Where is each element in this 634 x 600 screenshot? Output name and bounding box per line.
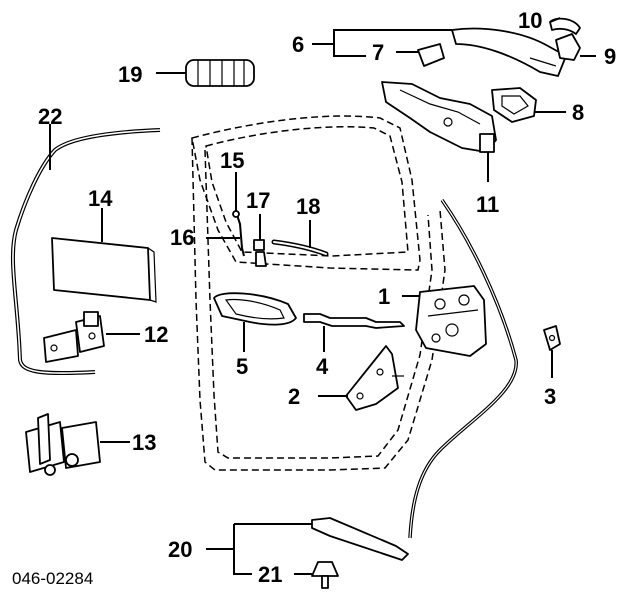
inside-handle-5: [213, 292, 297, 352]
link-rod-4: [303, 313, 405, 352]
callout-21: 21: [258, 562, 282, 587]
callout-1: 1: [378, 284, 390, 309]
hinge-13: [25, 413, 130, 476]
trim-pad-14: [51, 208, 157, 303]
door-latch-1: [402, 285, 487, 357]
cable-20: [234, 198, 518, 561]
callout-22: 22: [38, 104, 62, 129]
callout-15: 15: [220, 148, 244, 173]
callout-7: 7: [372, 40, 384, 65]
callout-19: 19: [118, 62, 142, 87]
callout-12: 12: [144, 322, 168, 347]
callout-3: 3: [544, 384, 556, 409]
callout-11: 11: [476, 192, 499, 217]
grommet-19: [156, 59, 255, 87]
cap-10: [549, 17, 581, 35]
callout-20: 20: [168, 537, 192, 562]
callout-2: 2: [288, 384, 300, 409]
callout-13: 13: [132, 430, 156, 455]
handle-frame-8: [491, 87, 566, 123]
callout-8: 8: [572, 100, 584, 125]
outside-handle-6: [312, 27, 567, 77]
callout-16: 16: [170, 225, 194, 250]
door-outline: [191, 115, 446, 471]
lock-rods-15-18: [206, 172, 329, 267]
weatherstrip-22: [10, 124, 161, 376]
callout-4: 4: [316, 354, 329, 379]
leader-20-21: [233, 524, 252, 575]
callout-10: 10: [518, 8, 542, 33]
handle-bracket-11: [381, 81, 497, 182]
callout-18: 18: [296, 194, 320, 219]
callout-17: 17: [246, 188, 270, 213]
clip-3: [543, 325, 561, 378]
end-cap-9: [555, 33, 596, 61]
hinge-12: [43, 311, 140, 363]
gasket-7: [396, 43, 445, 67]
callout-6: 6: [292, 32, 304, 57]
callout-14: 14: [88, 186, 113, 211]
bracket-2: [318, 345, 404, 411]
push-pin-21: [294, 561, 339, 589]
callout-9: 9: [604, 44, 616, 69]
figure-number: 046-02284: [12, 569, 93, 588]
callout-5: 5: [236, 354, 248, 379]
